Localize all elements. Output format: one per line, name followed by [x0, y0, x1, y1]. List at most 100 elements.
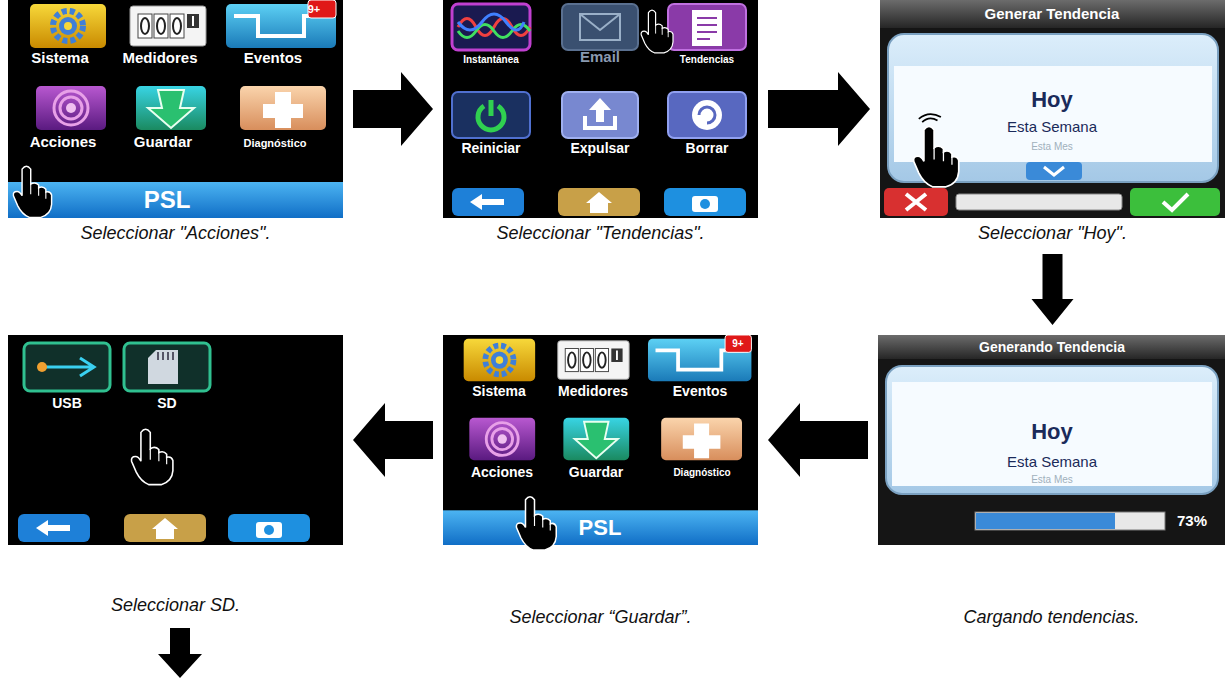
trend-select-screen: [880, 0, 1225, 218]
screen-panel: SistemaMedidoresEventos9+AccionesGuardar…: [443, 335, 758, 628]
main-menu-screen: [8, 0, 343, 218]
screen-label: Esta Mes: [1031, 474, 1073, 486]
flow-arrow: [768, 403, 868, 477]
hand-pointer: [13, 156, 51, 218]
device-screen: SistemaMedidoresEventos9+AccionesGuardar…: [8, 0, 343, 218]
screen-label: Sistema: [472, 383, 526, 399]
hand-pointer: [641, 1, 673, 52]
trend-select-screen: [880, 0, 1225, 218]
hand-pointer: [516, 486, 556, 550]
trend-select-screen: [884, 188, 948, 216]
screen-label: Esta Mes: [1031, 141, 1073, 153]
flow-arrow: [353, 72, 433, 146]
main-menu-screen: [443, 335, 758, 545]
storage-screen: [124, 514, 206, 542]
screen-label: Generando Tendencia: [979, 339, 1125, 355]
trend-progress-screen: [975, 512, 1165, 530]
actions-screen: [562, 92, 638, 138]
device-screen: InstantáneaEmailTendenciasReiniciarExpul…: [443, 0, 758, 218]
screen-label: Acciones: [30, 133, 97, 150]
storage-screen: [8, 335, 343, 545]
screen-label: Acciones: [471, 464, 533, 480]
storage-screen: [18, 514, 90, 542]
trend-select-screen: [1163, 194, 1188, 210]
trend-select-screen: [1130, 188, 1220, 216]
hand-pointer: [131, 418, 172, 485]
actions-screen: [452, 188, 524, 216]
storage-screen: [8, 335, 343, 545]
step-caption: Seleccionar "Tendencias".: [443, 222, 758, 244]
actions-screen: [452, 92, 530, 138]
screen-label: Hoy: [1031, 87, 1073, 112]
trend-progress-screen: [976, 513, 1115, 529]
screen-label: Tendencias: [680, 54, 734, 66]
step-caption: Seleccionar SD.: [8, 594, 343, 616]
screen-label: Sistema: [31, 49, 89, 66]
storage-screen: [158, 352, 173, 360]
flow-arrow: [1032, 254, 1074, 325]
trend-progress-screen: [878, 335, 1225, 545]
screen-label: Hoy: [1031, 419, 1073, 444]
step-caption: Seleccionar "Acciones".: [8, 222, 343, 244]
storage-screen: [152, 518, 178, 539]
storage-screen: [256, 522, 282, 538]
storage-screen: [24, 343, 110, 391]
storage-screen: [36, 520, 70, 536]
screen-label: Borrar: [686, 140, 729, 156]
main-menu-screen: [8, 0, 343, 218]
flow-arrow: [768, 72, 870, 146]
screen-label: 73%: [1177, 512, 1207, 529]
storage-screen: [124, 343, 210, 391]
screen-label: USB: [52, 395, 82, 411]
hand-pointer: [13, 1, 958, 550]
actions-screen: [443, 0, 758, 218]
screen-label: Instantánea: [463, 54, 519, 66]
screen-label: Eventos: [673, 383, 727, 399]
device-screen: USB SD: [8, 335, 343, 545]
screen-label: PSL: [579, 515, 622, 540]
actions-screen: [697, 18, 717, 39]
actions-screen: [699, 107, 715, 123]
actions-screen: [586, 192, 612, 213]
actions-screen: [692, 196, 718, 212]
screen-label: Generar Tendencia: [985, 5, 1120, 22]
device-screen: SistemaMedidoresEventos9+AccionesGuardar…: [443, 335, 758, 545]
trend-select-screen: [1026, 162, 1082, 180]
actions-screen: [692, 100, 722, 130]
trend-progress-screen: [878, 335, 1225, 359]
hand-pointer: [914, 114, 959, 187]
screen-label: Eventos: [244, 49, 302, 66]
screen-label: Email: [580, 48, 620, 65]
screen-panel: InstantáneaEmailTendenciasReiniciarExpul…: [443, 0, 758, 244]
actions-screen: [452, 4, 530, 50]
flow-arrow: [353, 403, 433, 477]
actions-screen: [580, 14, 620, 40]
actions-screen: [580, 14, 620, 30]
screen-label: PSL: [144, 186, 191, 214]
screen-label: SD: [157, 395, 176, 411]
actions-screen: [700, 199, 710, 209]
screen-label: Medidores: [122, 49, 197, 66]
trend-progress-screen: [886, 366, 1218, 494]
step-caption: Cargando tendencias.: [878, 606, 1225, 628]
screen-label: Guardar: [569, 464, 623, 480]
screen-panel: USB SD Seleccionar SD.: [8, 335, 343, 616]
screen-label: Reiniciar: [461, 140, 520, 156]
screen-label: Diagnóstico: [244, 137, 307, 150]
actions-screen: [458, 14, 524, 30]
actions-screen: [664, 188, 746, 216]
screen-panel: Generando TendenciaHoyEsta SemanaEsta Me…: [878, 335, 1225, 628]
actions-screen: [558, 188, 640, 216]
trend-select-screen: [956, 194, 1122, 210]
step-caption: Seleccionar “Guardar”.: [443, 606, 758, 628]
trend-select-screen: [1044, 167, 1064, 175]
storage-screen: [228, 514, 310, 542]
storage-screen: [148, 350, 178, 384]
actions-screen: [489, 100, 494, 116]
step-caption: Seleccionar "Hoy".: [880, 222, 1225, 244]
trend-progress-screen: [892, 382, 1212, 486]
actions-screen: [470, 194, 504, 210]
actions-screen: [443, 0, 758, 218]
actions-screen: [562, 4, 638, 50]
